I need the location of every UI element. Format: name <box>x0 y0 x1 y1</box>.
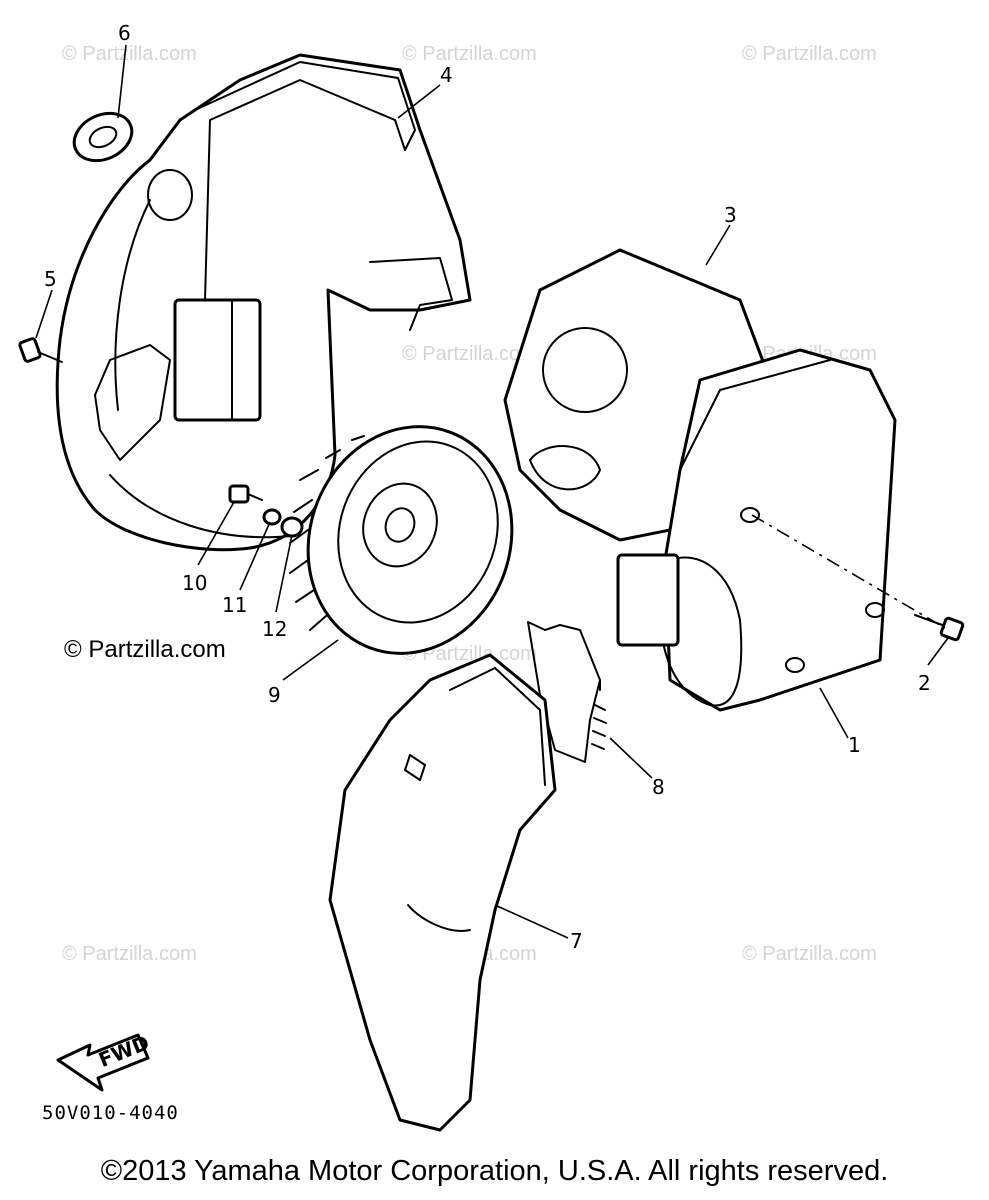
partzilla-watermark: © Partzilla.com <box>64 636 226 663</box>
watermark: © Partzilla.com <box>62 943 197 965</box>
leader-lines <box>35 44 949 939</box>
part-fan-shroud <box>55 53 472 552</box>
callout-2: 2 <box>918 671 931 695</box>
part-flywheel <box>289 425 514 655</box>
assembly-line <box>751 514 946 629</box>
copyright-notice: ©2013 Yamaha Motor Corporation, U.S.A. A… <box>100 1155 889 1187</box>
callout-6: 6 <box>118 21 131 45</box>
callout-4: 4 <box>440 63 453 87</box>
callout-3: 3 <box>724 203 737 227</box>
drawing-code: 50V010-4040 <box>42 1102 179 1124</box>
callout-9: 9 <box>268 683 281 707</box>
shroud-bracket <box>173 298 262 422</box>
part-intake-duct <box>328 653 557 1132</box>
part-seal <box>72 111 134 163</box>
fwd-arrow: FWD <box>56 1030 153 1092</box>
callout-5: 5 <box>44 267 57 291</box>
callout-10: 10 <box>182 571 207 595</box>
callout-7: 7 <box>570 929 583 953</box>
part-bolt-5 <box>18 337 63 363</box>
callout-8: 8 <box>652 775 665 799</box>
watermark: © Partzilla.com <box>402 43 537 65</box>
watermark: © Partzilla.com <box>742 43 877 65</box>
watermark: © Partzilla.com <box>402 343 537 365</box>
watermark: © Partzilla.com <box>62 43 197 65</box>
callout-labels: 6 4 3 5 10 11 12 9 2 1 8 7 <box>44 21 931 953</box>
callout-1: 1 <box>848 733 861 757</box>
part-housing <box>616 348 897 712</box>
watermark: © Partzilla.com <box>742 943 877 965</box>
part-bolt-2 <box>914 614 965 642</box>
callout-11: 11 <box>222 593 247 617</box>
part-fasteners <box>228 484 304 538</box>
watermark: © Partzilla.com <box>402 643 537 665</box>
part-wire-spring <box>527 621 607 763</box>
callout-12: 12 <box>262 617 287 641</box>
